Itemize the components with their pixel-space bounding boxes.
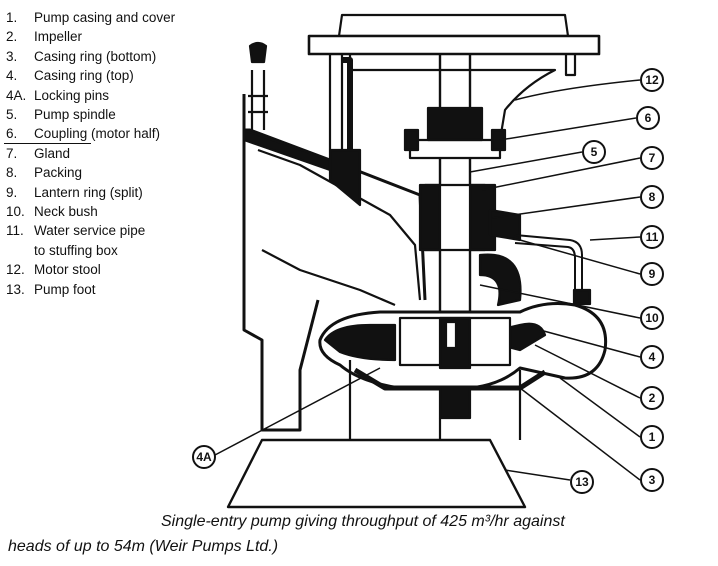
legend-item-label: Water service pipe	[34, 223, 146, 239]
svg-text:4: 4	[649, 350, 656, 364]
legend-item-label: Coupling (motor half)	[34, 126, 161, 142]
pump-foot	[226, 438, 527, 509]
legend-divider	[4, 143, 91, 144]
legend-item-number: 7.	[6, 145, 18, 161]
callout-12: 12	[640, 68, 664, 92]
legend-item-label: Packing	[34, 165, 83, 181]
legend-item-number: 11.	[6, 223, 24, 239]
callout-6: 6	[636, 106, 660, 130]
legend-item: 11. Water service pipe	[6, 221, 236, 240]
legend-item-label: Impeller	[34, 29, 83, 45]
callout-4a: 4A	[192, 445, 216, 469]
svg-text:10: 10	[645, 311, 659, 325]
legend-item-number: 6.	[6, 126, 18, 142]
svg-text:2: 2	[649, 391, 656, 405]
legend-item: 12. Motor stool	[6, 260, 236, 279]
legend-item: to stuffing box	[6, 241, 236, 260]
callout-5: 5	[582, 140, 606, 164]
vent-handle	[248, 70, 268, 130]
legend-item-number: 13.	[6, 281, 25, 297]
water-service-pipe	[514, 234, 583, 295]
motor-stool	[328, 54, 577, 150]
legend-item-number: 4A.	[6, 87, 27, 103]
callout-8: 8	[640, 185, 664, 209]
legend-item-label: Locking pins	[34, 87, 110, 103]
legend-item: 8. Packing	[6, 163, 236, 182]
svg-text:7: 7	[649, 151, 656, 165]
svg-text:11: 11	[646, 230, 659, 244]
callout-2: 2	[640, 386, 664, 410]
svg-text:6: 6	[645, 111, 652, 125]
legend-item: 10. Neck bush	[6, 202, 236, 221]
legend-item: 4A. Locking pins	[6, 86, 236, 105]
legend-item-number: 1.	[6, 10, 18, 25]
svg-text:5: 5	[591, 145, 598, 159]
svg-text:12: 12	[645, 73, 659, 87]
legend-item-label: Pump casing and cover	[34, 10, 176, 25]
legend-item-label: Gland	[34, 145, 71, 161]
callout-11: 11	[640, 225, 664, 249]
legend-item: 6. Coupling (motor half)	[6, 124, 236, 143]
legend-item: 3. Casing ring (bottom)	[6, 47, 236, 66]
callout-10: 10	[640, 306, 664, 330]
legend-item: 9. Lantern ring (split)	[6, 183, 236, 202]
legend-item-label: Casing ring (bottom)	[34, 48, 157, 64]
legend-item: 13. Pump foot	[6, 280, 236, 299]
legend-item: 1. Pump casing and cover	[6, 8, 236, 27]
callout-9: 9	[640, 262, 664, 286]
legend-item-label: Neck bush	[34, 204, 98, 220]
legend-item: 4. Casing ring (top)	[6, 66, 236, 85]
legend-item-label: Lantern ring (split)	[34, 184, 143, 200]
svg-text:13: 13	[575, 475, 589, 489]
coupling	[408, 138, 502, 160]
leader-lines	[214, 79, 641, 481]
legend-item-number: 10.	[6, 204, 25, 220]
legend-item-label: to stuffing box	[34, 242, 118, 258]
callout-1: 1	[640, 425, 664, 449]
legend-item-label: Casing ring (top)	[34, 68, 134, 84]
legend-item-number: 4.	[6, 68, 18, 84]
legend-item-label: Motor stool	[34, 262, 101, 278]
motor-top	[337, 13, 570, 38]
figure-caption: Single-entry pump giving throughput of 4…	[0, 509, 718, 559]
pump-legs	[348, 360, 522, 440]
legend-item-number: 2.	[6, 29, 18, 45]
legend-item: 5. Pump spindle	[6, 105, 236, 124]
motor-flange	[307, 34, 601, 56]
svg-text:4A: 4A	[196, 450, 212, 464]
legend-item: 2. Impeller	[6, 27, 236, 46]
legend-item: 7. Gland	[6, 144, 236, 163]
legend-item-number: 3.	[6, 48, 18, 64]
legend-item-number: 5.	[6, 107, 18, 123]
svg-text:8: 8	[649, 190, 656, 204]
callout-4: 4	[640, 345, 664, 369]
callout-13: 13	[570, 470, 594, 494]
svg-text:1: 1	[649, 430, 656, 444]
callout-3: 3	[640, 468, 664, 492]
legend-item-label: Pump foot	[34, 281, 96, 297]
legend-item-number: 9.	[6, 184, 18, 200]
legend-item-number: 8.	[6, 165, 18, 181]
svg-text:3: 3	[649, 473, 656, 487]
parts-legend: 1. Pump casing and cover 2. Impeller 3. Casin…	[6, 8, 236, 299]
callout-7: 7	[640, 146, 664, 170]
caption-line-2: heads of up to 54m (Weir Pumps Ltd.)	[8, 538, 279, 555]
svg-text:9: 9	[649, 267, 656, 281]
inlet-passage	[257, 148, 422, 307]
legend-item-label: Pump spindle	[34, 107, 116, 123]
caption-line-1: Single-entry pump giving throughput of 4…	[161, 513, 565, 530]
legend-item-number: 12.	[6, 262, 25, 278]
